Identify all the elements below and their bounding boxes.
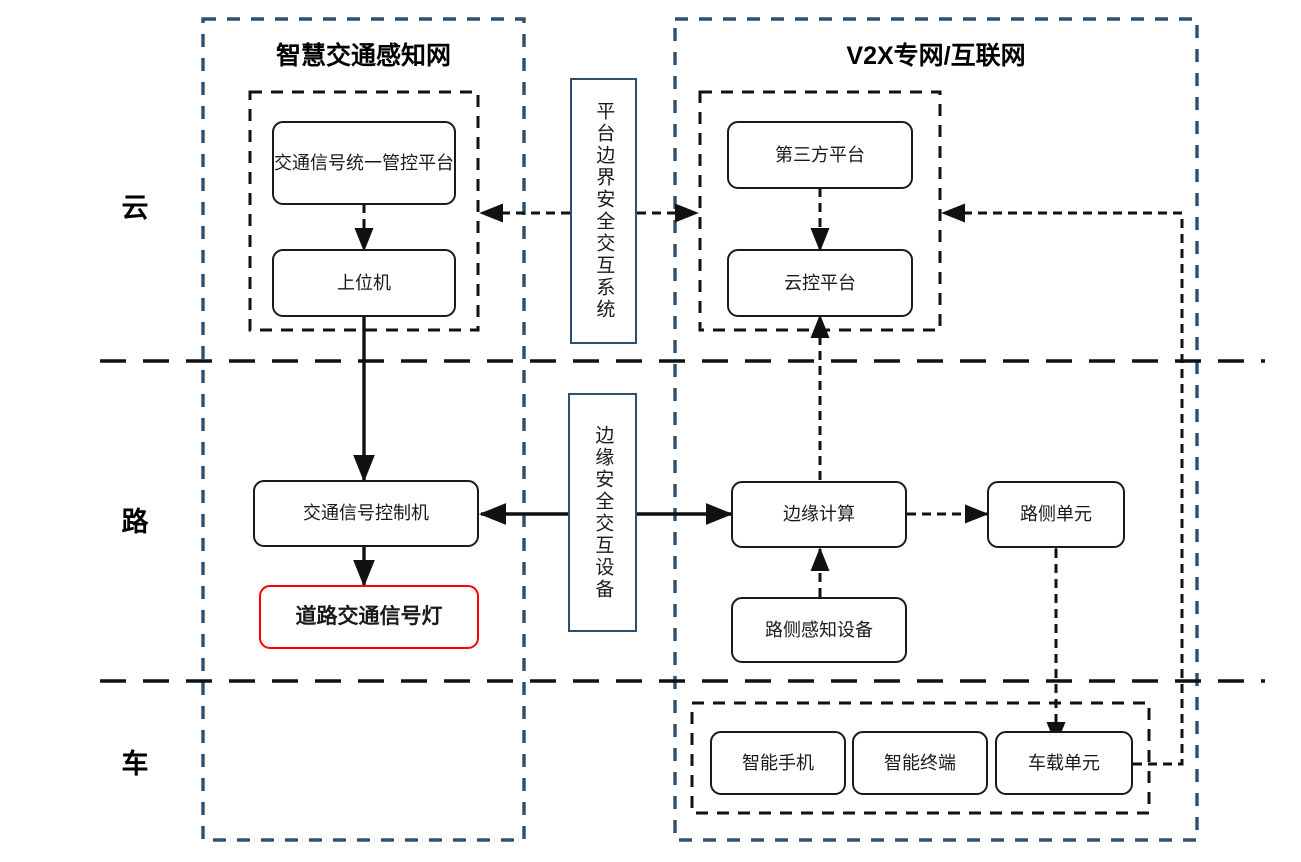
node-third-party-platform[interactable]: 第三方平台 — [727, 121, 913, 189]
row-label-vehicle: 车 — [121, 749, 149, 779]
group-rect-vehicle — [690, 701, 1151, 815]
node-traffic-signal-platform[interactable]: 交通信号统一管控平台 — [272, 121, 456, 205]
zone-title-right: V2X专网/互联网 — [846, 42, 1026, 70]
zone-rect-left — [201, 17, 526, 842]
zone-title-left: 智慧交通感知网 — [275, 42, 451, 70]
gateway-edge-security-label: 边缘安全交互设备 — [592, 424, 614, 601]
node-smart-terminal[interactable]: 智能终端 — [852, 731, 988, 795]
node-onboard-unit[interactable]: 车载单元 — [995, 731, 1133, 795]
gateway-platform-boundary[interactable]: 平台边界安全交互系统 — [570, 78, 637, 344]
row-label-road: 路 — [121, 507, 149, 537]
gateway-edge-security[interactable]: 边缘安全交互设备 — [568, 393, 637, 632]
node-edge-computing[interactable]: 边缘计算 — [731, 481, 907, 548]
node-roadside-sensing[interactable]: 路侧感知设备 — [731, 597, 907, 663]
row-label-cloud: 云 — [121, 193, 149, 223]
group-rect-left-cloud — [248, 90, 480, 332]
node-traffic-signal-controller[interactable]: 交通信号控制机 — [253, 480, 479, 547]
node-host-computer[interactable]: 上位机 — [272, 249, 456, 317]
node-cloud-control-platform[interactable]: 云控平台 — [727, 249, 913, 317]
node-road-traffic-light[interactable]: 道路交通信号灯 — [259, 585, 479, 649]
node-smart-phone[interactable]: 智能手机 — [710, 731, 846, 795]
gateway-platform-boundary-label: 平台边界安全交互系统 — [593, 101, 615, 321]
node-roadside-unit[interactable]: 路侧单元 — [987, 481, 1125, 548]
